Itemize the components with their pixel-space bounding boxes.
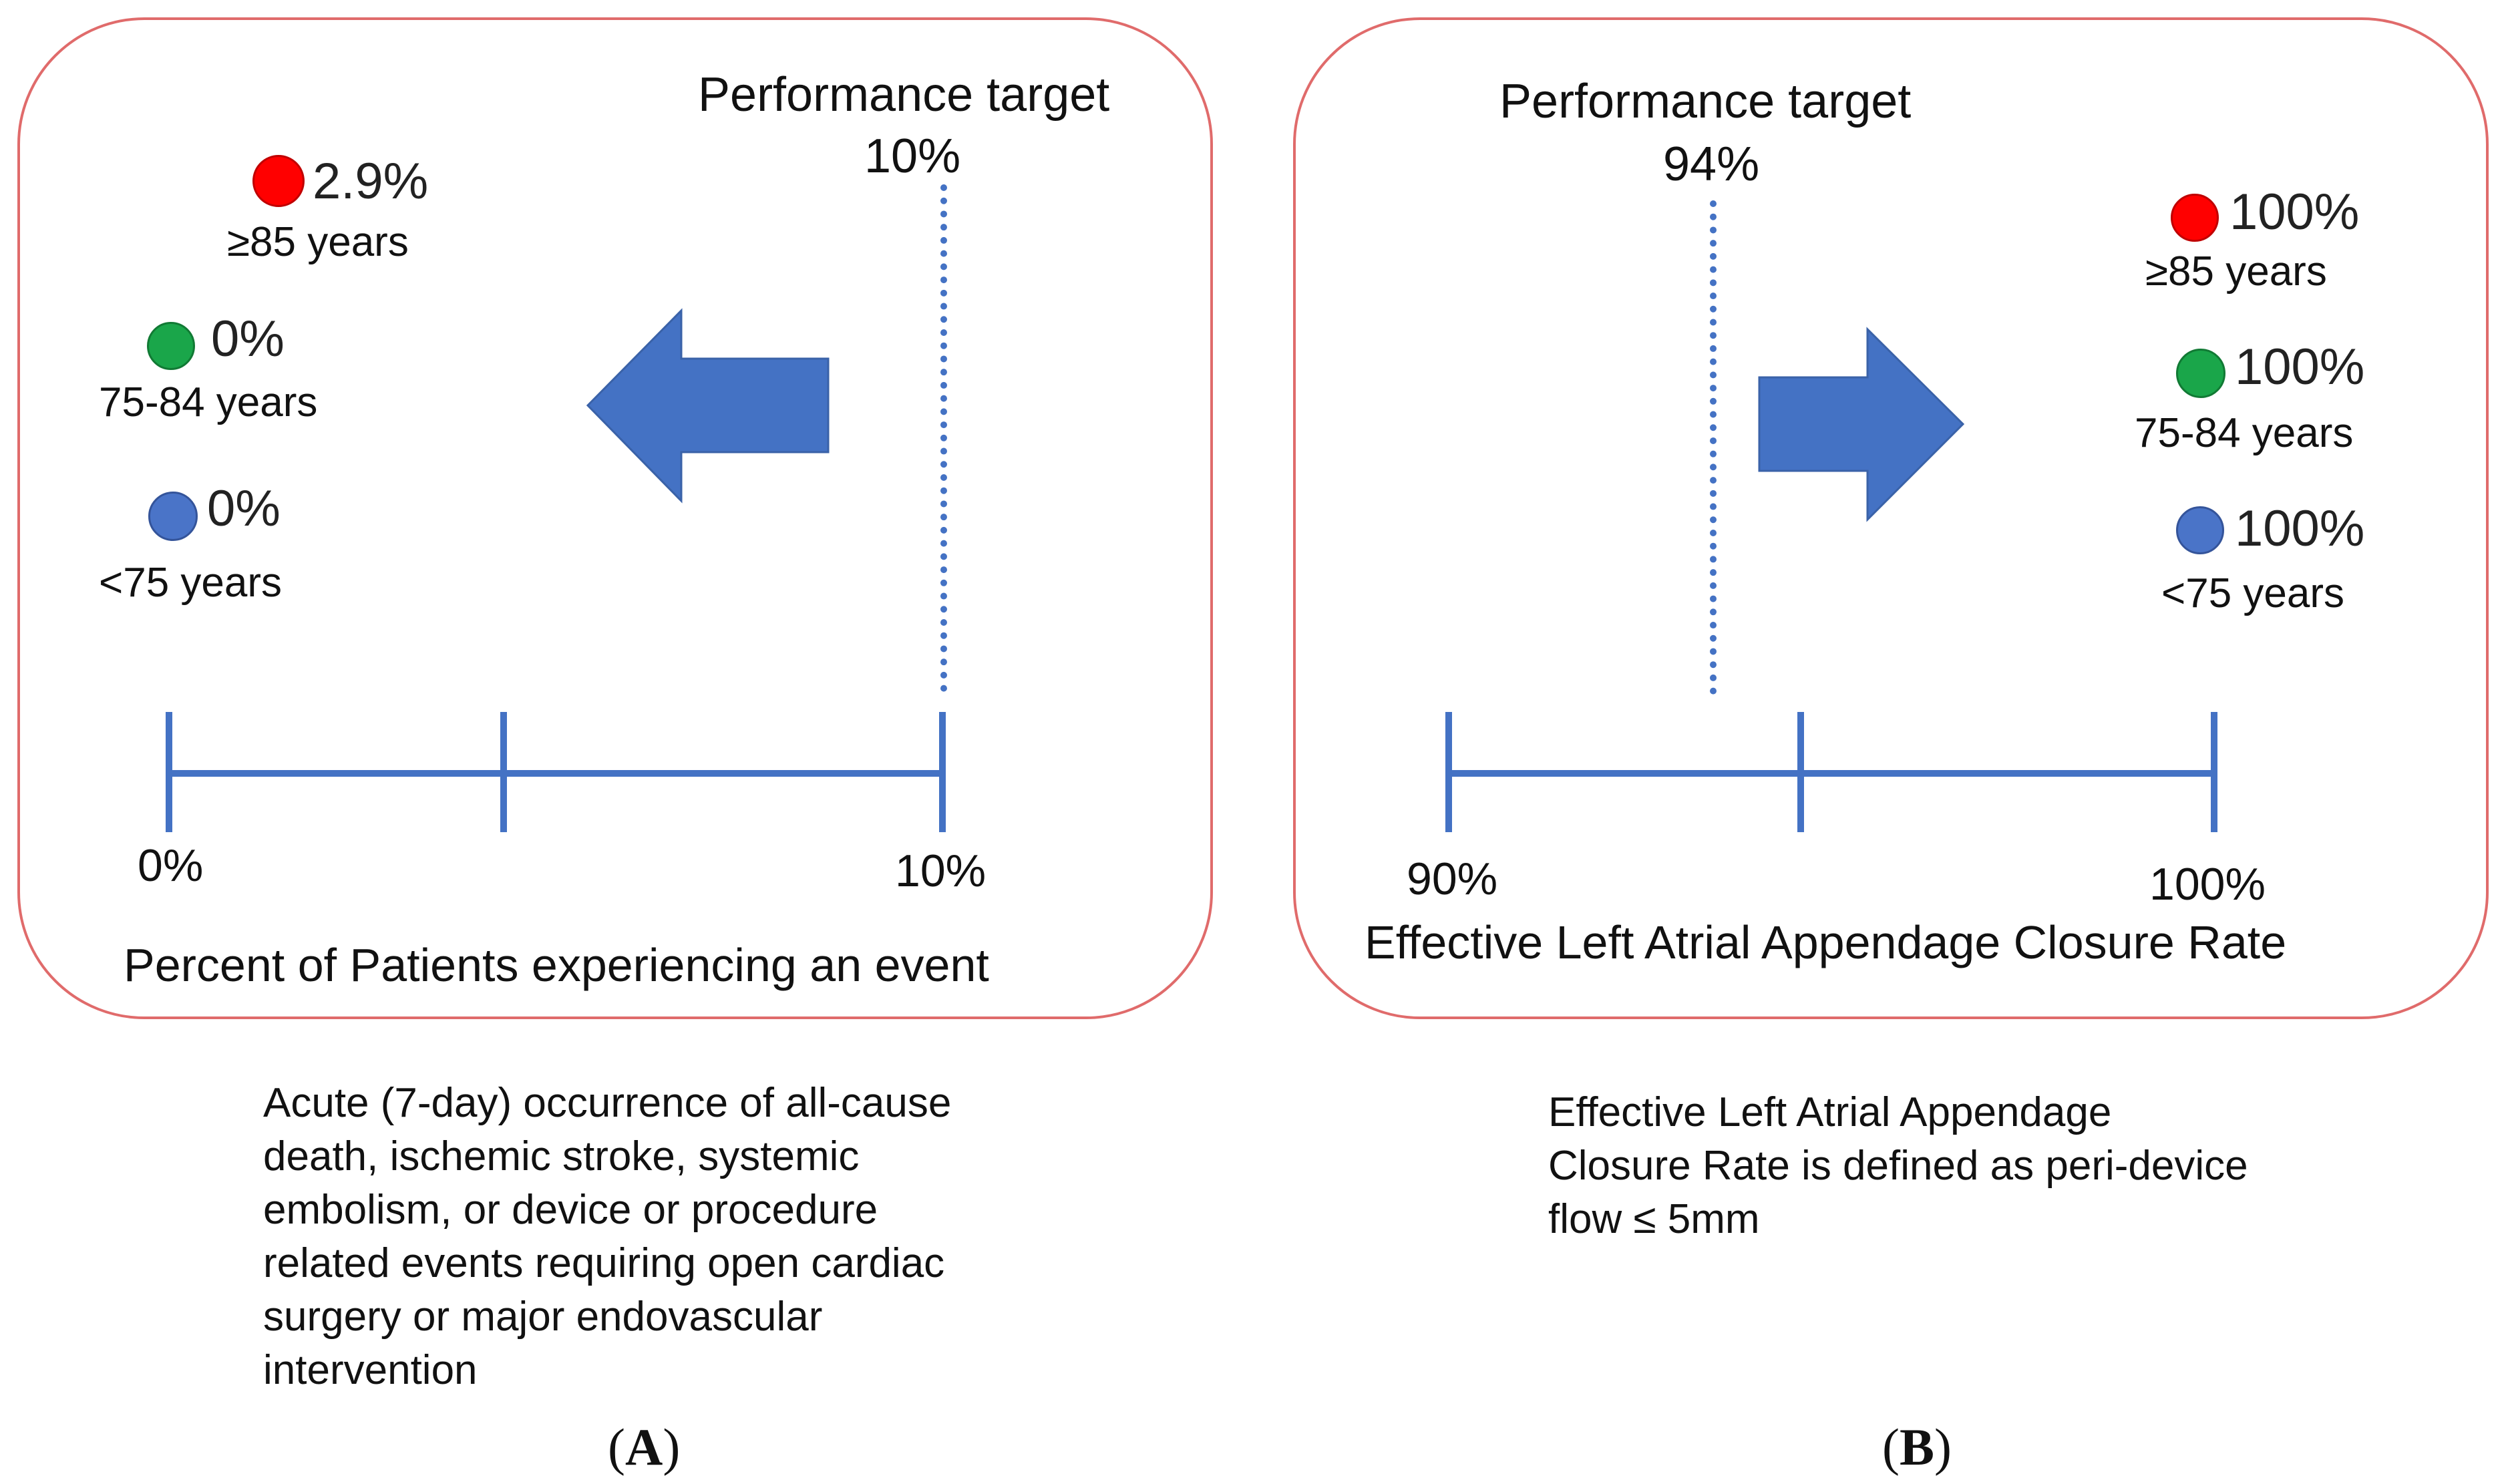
panel-a-label: (A) (608, 1418, 681, 1476)
panel-a-age-85-plus: ≥85 years (227, 219, 409, 265)
panel-a-age-under-75: <75 years (99, 560, 283, 606)
panel-b-box (1293, 17, 2489, 1019)
panel-b-dot-under-75 (2176, 506, 2224, 554)
panel-a-left-arrow-icon (586, 308, 830, 504)
panel-b-axis-max-label: 100% (2149, 859, 2266, 910)
panel-a-caption-line: Acute (7-day) occurrence of all-cause (263, 1080, 952, 1126)
panel-a-age-75-84: 75-84 years (99, 379, 318, 425)
panel-a-caption-line: intervention (263, 1347, 478, 1393)
panel-a-pct-under-75: 0% (207, 480, 281, 537)
panel-b-caption-line: flow ≤ 5mm (1548, 1196, 1760, 1242)
panel-b-caption-line: Closure Rate is defined as peri-device (1548, 1143, 2248, 1189)
panel-a-caption: Acute (7-day) occurrence of all-cause de… (263, 1077, 951, 1397)
panel-b-pct-under-75: 100% (2235, 500, 2365, 557)
panel-a-target-title: Performance target (698, 68, 1110, 122)
panel-a-pct-85-plus: 2.9% (313, 153, 429, 210)
panel-b-label-letter: B (1899, 1418, 1935, 1476)
panel-b-pct-75-84: 100% (2235, 339, 2365, 395)
panel-a-dot-under-75 (148, 492, 198, 541)
panel-b-target-title: Performance target (1499, 75, 1912, 128)
panel-b-label: (B) (1882, 1418, 1952, 1476)
panel-b-axis-min-label: 90% (1407, 854, 1498, 904)
panel-b-pct-85-plus: 100% (2229, 184, 2360, 240)
panel-a-axis-title: Percent of Patients experiencing an even… (124, 939, 989, 991)
panel-a-caption-line: related events requiring open cardiac (263, 1240, 945, 1286)
panel-b-right-arrow-icon (1758, 327, 1965, 522)
panel-a-axis-tick-max (939, 712, 946, 832)
panel-b-axis-tick-mid (1797, 712, 1804, 832)
panel-a-axis-max-label: 10% (895, 846, 987, 896)
panel-a-caption-line: surgery or major endovascular (263, 1294, 823, 1340)
panel-b-target-line (1710, 200, 1717, 695)
panel-a-box (17, 17, 1213, 1019)
panel-a-dot-85-plus (252, 155, 305, 207)
panel-b-caption: Effective Left Atrial Appendage Closure … (1548, 1086, 2248, 1246)
panel-a-target-line (940, 184, 947, 692)
panel-a-label-letter: A (624, 1418, 663, 1476)
panel-b-age-85-plus: ≥85 years (2145, 248, 2327, 295)
panel-b-axis-tick-max (2211, 712, 2217, 832)
panel-a-target-value: 10% (864, 130, 961, 183)
panel-b-target-value: 94% (1663, 138, 1760, 191)
panel-a-axis-min-label: 0% (138, 840, 204, 891)
panel-a-axis-tick-mid (500, 712, 507, 832)
panel-a-axis-line (167, 770, 946, 777)
panel-b-dot-75-84 (2176, 349, 2225, 398)
panel-b-dot-85-plus (2171, 194, 2219, 242)
panel-b-axis-tick-min (1445, 712, 1452, 832)
panel-a-dot-75-84 (147, 322, 195, 370)
panel-a-axis-tick-min (166, 712, 172, 832)
panel-a-pct-75-84: 0% (211, 311, 285, 367)
panel-b-age-75-84: 75-84 years (2135, 410, 2354, 456)
panel-b-axis-line (1447, 770, 2216, 777)
panel-b-axis-title: Effective Left Atrial Appendage Closure … (1365, 916, 2287, 968)
panel-a-caption-line: embolism, or device or procedure (263, 1187, 878, 1233)
panel-b-age-under-75: <75 years (2161, 570, 2345, 616)
panel-a-caption-line: death, ischemic stroke, systemic (263, 1133, 860, 1179)
panel-b-caption-line: Effective Left Atrial Appendage (1548, 1089, 2112, 1135)
